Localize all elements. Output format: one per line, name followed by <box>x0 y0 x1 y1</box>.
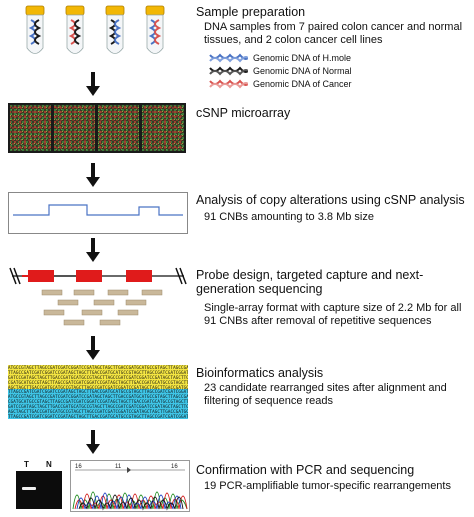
tube-2 <box>65 5 85 54</box>
step-desc-probe-design: Single-array format with capture size of… <box>204 302 462 327</box>
alignment-reads-cyan: TTAGCCGATCGATCGGATCCGATAGCTAGCTTGACCGATG… <box>8 389 188 419</box>
chrom-label-right: 16 <box>171 464 178 470</box>
tube-4 <box>145 5 165 54</box>
step-title-bioinformatics: Bioinformatics analysis <box>196 366 324 380</box>
chrom-label-left: 16 <box>75 464 82 470</box>
sample-tubes <box>18 4 168 60</box>
copy-number-line <box>13 204 183 216</box>
probe-design-graphic <box>9 267 187 326</box>
step-title-sample-preparation: Sample preparation <box>196 5 306 19</box>
step-title-copy-alterations: Analysis of copy alterations using cSNP … <box>196 193 465 207</box>
tube-1 <box>25 5 45 54</box>
step-desc-sample-preparation: DNA samples from 7 paired colon cancer a… <box>204 21 463 46</box>
legend-item-hmole: Genomic DNA of H.mole <box>208 51 408 64</box>
dna-tubes-illustration <box>25 5 165 54</box>
alignment-reads-yellow: ATGCCGTAGCTTAGCCGATCGATCGGATCCGATAGCTAGC… <box>8 365 188 389</box>
gel-lane-label-t: T <box>24 460 29 469</box>
gel-band <box>22 487 36 490</box>
gel-lane-label-n: N <box>46 460 52 469</box>
step-title-probe-design: Probe design, targeted capture and next-… <box>196 268 424 296</box>
dna-helix-red-icon <box>209 78 248 89</box>
legend-item-normal: Genomic DNA of Normal <box>208 64 408 77</box>
down-arrow-icon <box>86 238 100 262</box>
dna-helix-blue-icon <box>209 52 248 63</box>
gel-image: T N <box>16 460 62 510</box>
down-arrow-icon <box>86 163 100 187</box>
legend-label-hmole: Genomic DNA of H.mole <box>253 52 352 63</box>
step-title-csnp-microarray: cSNP microarray <box>196 106 291 120</box>
step-desc-pcr-confirmation: 19 PCR-amplifiable tumor-specific rearra… <box>204 480 451 492</box>
chromatogram-traces: 16 11 16 <box>72 464 188 511</box>
step-desc-copy-alterations: 91 CNBs amounting to 3.8 Mb size <box>204 211 374 223</box>
step-desc-bioinformatics: 23 candidate rearranged sites after alig… <box>204 382 447 407</box>
probe-capture-illustration <box>8 264 188 336</box>
dna-legend: Genomic DNA of H.mole Genomic DNA of Nor… <box>208 51 408 90</box>
microarray-panels <box>10 105 184 151</box>
down-arrow-icon <box>86 430 100 454</box>
dna-helix-black-icon <box>209 65 248 76</box>
microarray-image <box>8 103 186 153</box>
copy-number-plot <box>8 192 188 234</box>
gel-background <box>16 471 62 509</box>
chrom-label-mid: 11 <box>115 464 122 470</box>
legend-label-cancer: Genomic DNA of Cancer <box>253 78 352 89</box>
step-title-pcr-confirmation: Confirmation with PCR and sequencing <box>196 463 415 477</box>
sequence-alignment-image: ATGCCGTAGCTTAGCCGATCGATCGGATCCGATAGCTAGC… <box>8 365 188 419</box>
sequencing-chromatogram: 16 11 16 <box>70 460 190 512</box>
tube-3 <box>105 5 125 54</box>
down-arrow-icon <box>86 336 100 360</box>
legend-item-cancer: Genomic DNA of Cancer <box>208 77 408 90</box>
legend-label-normal: Genomic DNA of Normal <box>253 65 352 76</box>
down-arrow-icon <box>86 72 100 96</box>
